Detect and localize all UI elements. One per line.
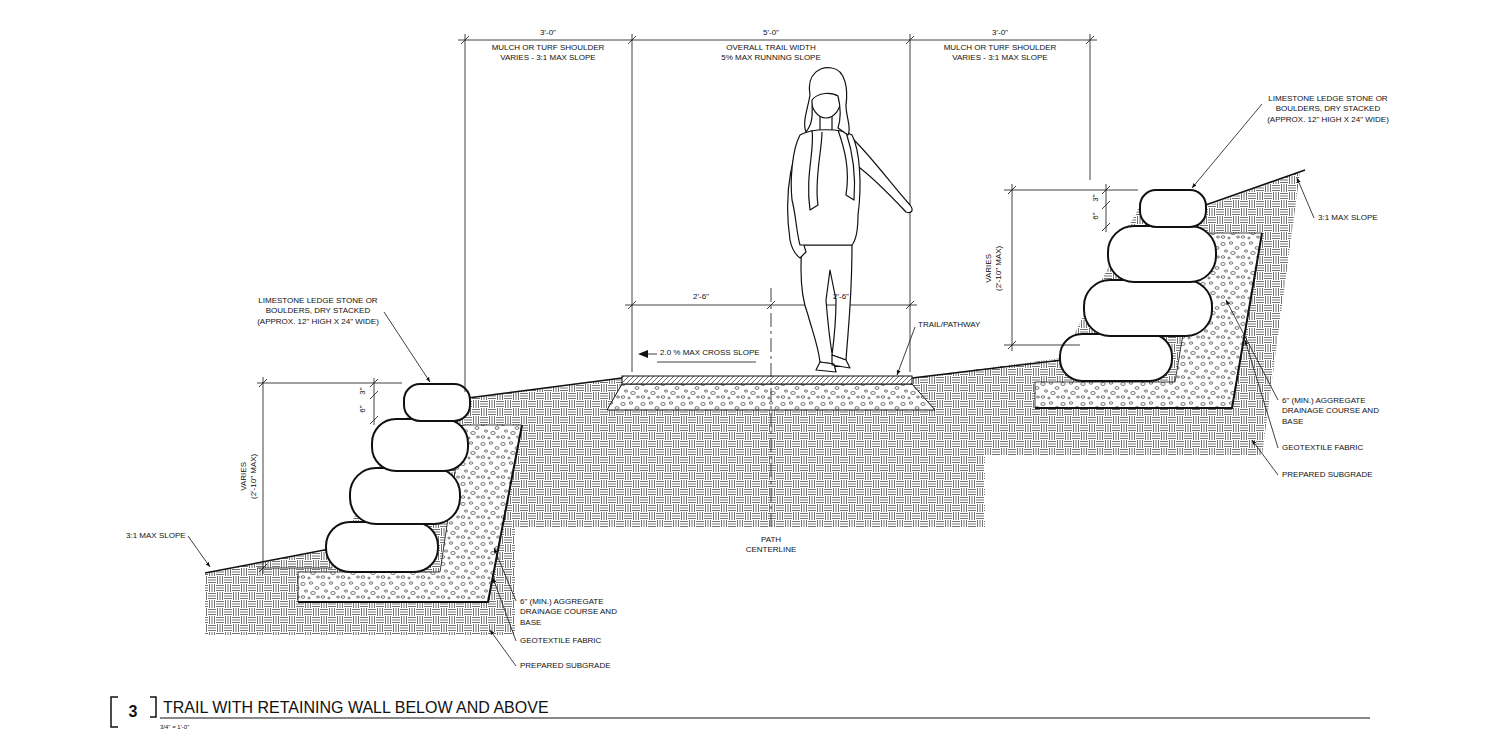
dimension: 3"	[1091, 194, 1099, 201]
figure-arm	[852, 138, 912, 213]
dimension: 2'-6"	[833, 292, 849, 302]
material-callout: 6" (MIN.) AGGREGATE DRAINAGE COURSE AND …	[1282, 396, 1382, 427]
figure-shoes	[816, 355, 850, 372]
boulder	[1060, 334, 1172, 381]
dimension-lines	[257, 34, 1138, 574]
trail-note: OVERALL TRAIL WIDTH 5% MAX RUNNING SLOPE	[720, 43, 823, 64]
dimension: VARIES (2'-10" MAX)	[984, 243, 1005, 293]
dimension: 2'-6"	[693, 292, 709, 302]
dimension: 6"	[358, 405, 366, 412]
boulder-wall	[326, 384, 470, 572]
dimension: VARIES (2'-10" MAX)	[239, 451, 260, 501]
figure-hair	[805, 68, 850, 135]
slope-note: 3:1 MAX SLOPE	[1318, 213, 1378, 223]
dimension: 6"	[1091, 212, 1099, 219]
figure-torso	[791, 130, 860, 245]
boulder	[1140, 190, 1206, 227]
material-callout: PREPARED SUBGRADE	[1282, 470, 1373, 480]
leader-line	[494, 548, 516, 601]
boulder	[372, 419, 468, 471]
material-callout: GEOTEXTILE FABRIC	[1282, 443, 1363, 453]
slope-note: 2.0 % MAX CROSS SLOPE	[660, 348, 760, 358]
path-centerline	[771, 288, 772, 528]
leader-line	[1297, 178, 1314, 218]
walking-figure	[788, 68, 912, 372]
leader-line	[1245, 340, 1278, 448]
material-callout: TRAIL/PATHWAY	[918, 320, 980, 330]
dimension: 3'-0"	[540, 28, 556, 38]
title-underline	[160, 717, 1370, 718]
material-callout: 6" (MIN.) AGGREGATE DRAINAGE COURSE AND …	[520, 597, 620, 628]
material-callout: GEOTEXTILE FABRIC	[520, 636, 601, 646]
finish-grade	[205, 170, 1305, 573]
trail-surface	[622, 376, 912, 384]
drawing-title: TRAIL WITH RETAINING WALL BELOW AND ABOV…	[163, 698, 549, 719]
boulder	[404, 384, 470, 421]
centerline-label: PATH CENTERLINE	[743, 535, 799, 556]
boulder	[1084, 280, 1212, 336]
material-callout: LIMESTONE LEDGE STONE OR BOULDERS, DRY S…	[255, 296, 381, 327]
dimension: 3'-0"	[992, 28, 1008, 38]
cross-slope-arrowhead	[638, 350, 648, 358]
leader-line	[1226, 300, 1278, 400]
boulder-wall	[1060, 190, 1216, 381]
leader-line	[1192, 104, 1262, 188]
dimension: 3"	[358, 387, 366, 394]
shoulder-note: MULCH OR TURF SHOULDER VARIES - 3:1 MAX …	[487, 43, 609, 64]
material-callout: LIMESTONE LEDGE STONE OR BOULDERS, DRY S…	[1265, 94, 1391, 125]
leader-line	[188, 536, 210, 567]
figure-legs	[801, 245, 852, 364]
callout-number: 3	[129, 702, 138, 723]
dimension: 5'-0"	[763, 28, 779, 38]
figure-scarf	[809, 130, 855, 210]
boulder	[1108, 226, 1216, 282]
scale-note: 3/4" = 1'-0"	[160, 724, 189, 732]
leader-line	[493, 578, 516, 641]
boulder	[326, 522, 438, 572]
soil-section	[205, 172, 1300, 635]
leader-lines	[188, 104, 1314, 666]
leader-line	[490, 630, 516, 666]
leader-line	[1252, 440, 1278, 475]
slope-note: 3:1 MAX SLOPE	[126, 531, 186, 541]
callout-bracket	[111, 697, 156, 727]
material-callout: PREPARED SUBGRADE	[520, 661, 611, 671]
leader-line	[897, 327, 915, 375]
shoulder-note: MULCH OR TURF SHOULDER VARIES - 3:1 MAX …	[939, 43, 1061, 64]
boulder	[350, 468, 460, 524]
leader-line	[384, 312, 430, 382]
